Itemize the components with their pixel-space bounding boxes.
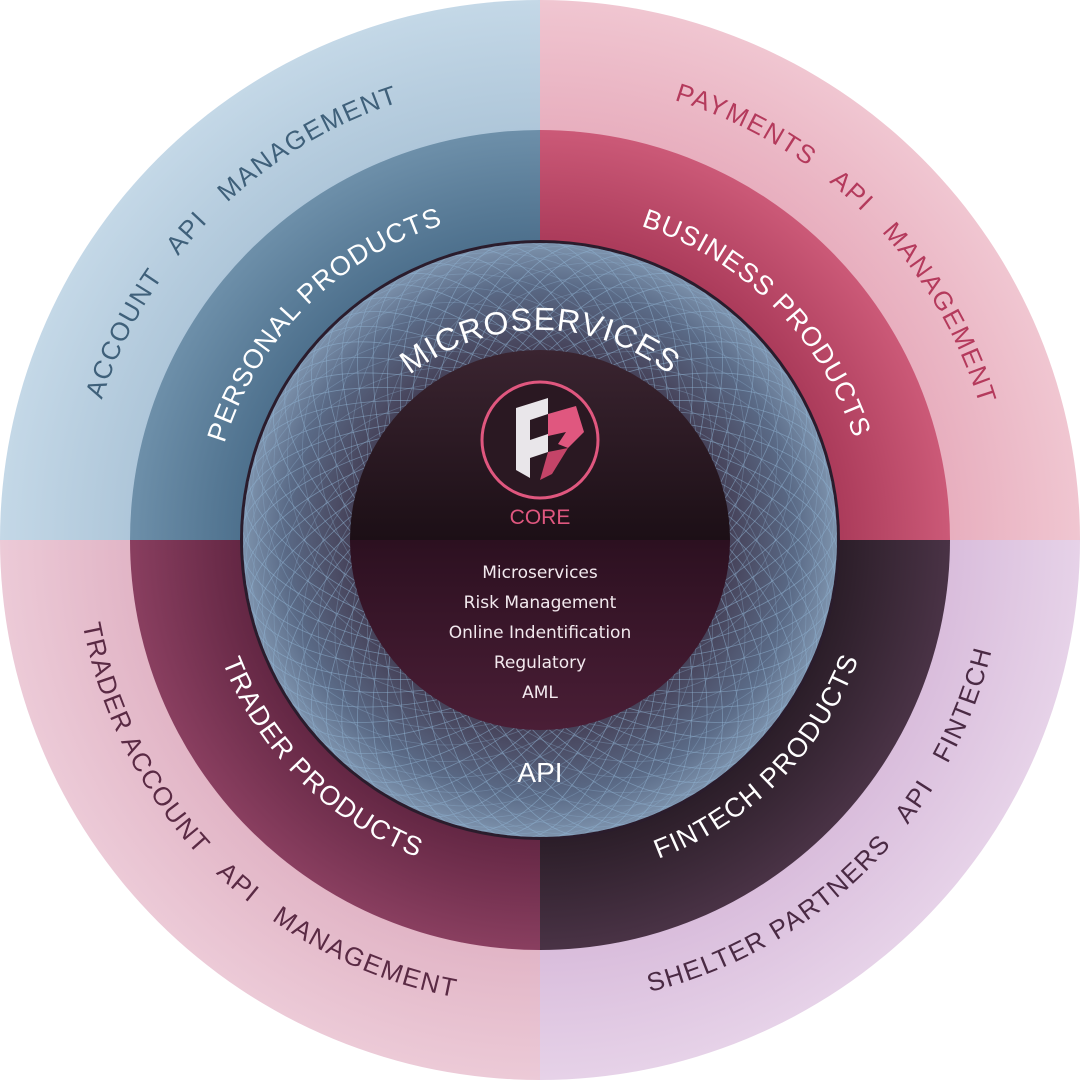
core-list: Microservices Risk Management Online Ind…: [449, 563, 631, 703]
brand-logo-icon: [480, 380, 600, 500]
core-title: CORE: [510, 506, 571, 529]
core-list-item: Online Indentification: [449, 623, 631, 643]
core-list-item: Regulatory: [494, 653, 586, 673]
core-list-item: Risk Management: [464, 593, 617, 613]
core-list-item: AML: [522, 683, 558, 703]
core-list-item: Microservices: [482, 563, 598, 583]
core-circle: CORE Microservices Risk Management Onlin…: [350, 350, 730, 730]
mesh-label-bottom: API: [517, 757, 562, 788]
